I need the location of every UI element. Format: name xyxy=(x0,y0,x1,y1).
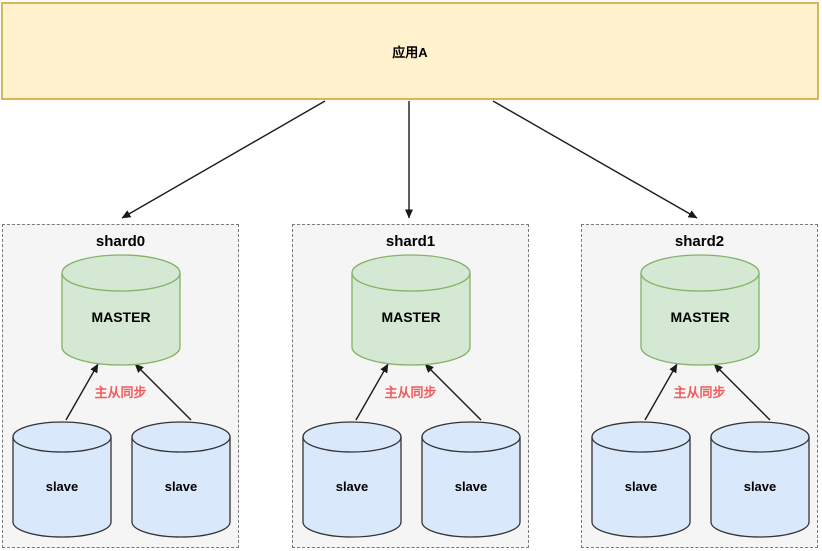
database-cylinder-icon xyxy=(640,254,760,366)
slave-label: slave xyxy=(45,479,79,494)
slave-label: slave xyxy=(624,479,658,494)
arrow-app-to-shard0 xyxy=(121,100,326,219)
database-cylinder-icon xyxy=(131,421,231,538)
database-cylinder-icon xyxy=(61,254,181,366)
master-label: MASTER xyxy=(381,309,441,325)
shard1-title: shard1 xyxy=(385,233,436,250)
slave-db-cylinder: slave xyxy=(302,421,402,538)
master-label: MASTER xyxy=(670,309,730,325)
shard0-title: shard0 xyxy=(95,233,146,250)
database-cylinder-icon xyxy=(421,421,521,538)
database-cylinder-icon xyxy=(351,254,471,366)
shard1-container: shard1 MASTER 主从同步 slave slave xyxy=(292,224,529,548)
slave-label: slave xyxy=(743,479,777,494)
sync-label: 主从同步 xyxy=(673,385,726,400)
master-label: MASTER xyxy=(91,309,151,325)
slave-db-cylinder: slave xyxy=(131,421,231,538)
sync-label: 主从同步 xyxy=(384,385,437,400)
master-db-cylinder: MASTER xyxy=(640,254,760,366)
database-cylinder-icon xyxy=(591,421,691,538)
slave-db-cylinder: slave xyxy=(591,421,691,538)
shard2-container: shard2 MASTER 主从同步 slave slave xyxy=(581,224,818,548)
database-cylinder-icon xyxy=(12,421,112,538)
slave-label: slave xyxy=(164,479,198,494)
slave-label: slave xyxy=(454,479,488,494)
sync-label: 主从同步 xyxy=(94,385,147,400)
arrow-app-to-shard2 xyxy=(492,100,698,219)
slave-db-cylinder: slave xyxy=(12,421,112,538)
app-node: 应用A xyxy=(1,2,819,100)
shard0-container: shard0 MASTER 主从同步 slave slave xyxy=(2,224,239,548)
shard2-title: shard2 xyxy=(674,233,725,250)
database-cylinder-icon xyxy=(302,421,402,538)
slave-db-cylinder: slave xyxy=(710,421,810,538)
master-db-cylinder: MASTER xyxy=(351,254,471,366)
app-node-label: 应用A xyxy=(392,44,428,60)
master-db-cylinder: MASTER xyxy=(61,254,181,366)
database-cylinder-icon xyxy=(710,421,810,538)
slave-label: slave xyxy=(335,479,369,494)
slave-db-cylinder: slave xyxy=(421,421,521,538)
